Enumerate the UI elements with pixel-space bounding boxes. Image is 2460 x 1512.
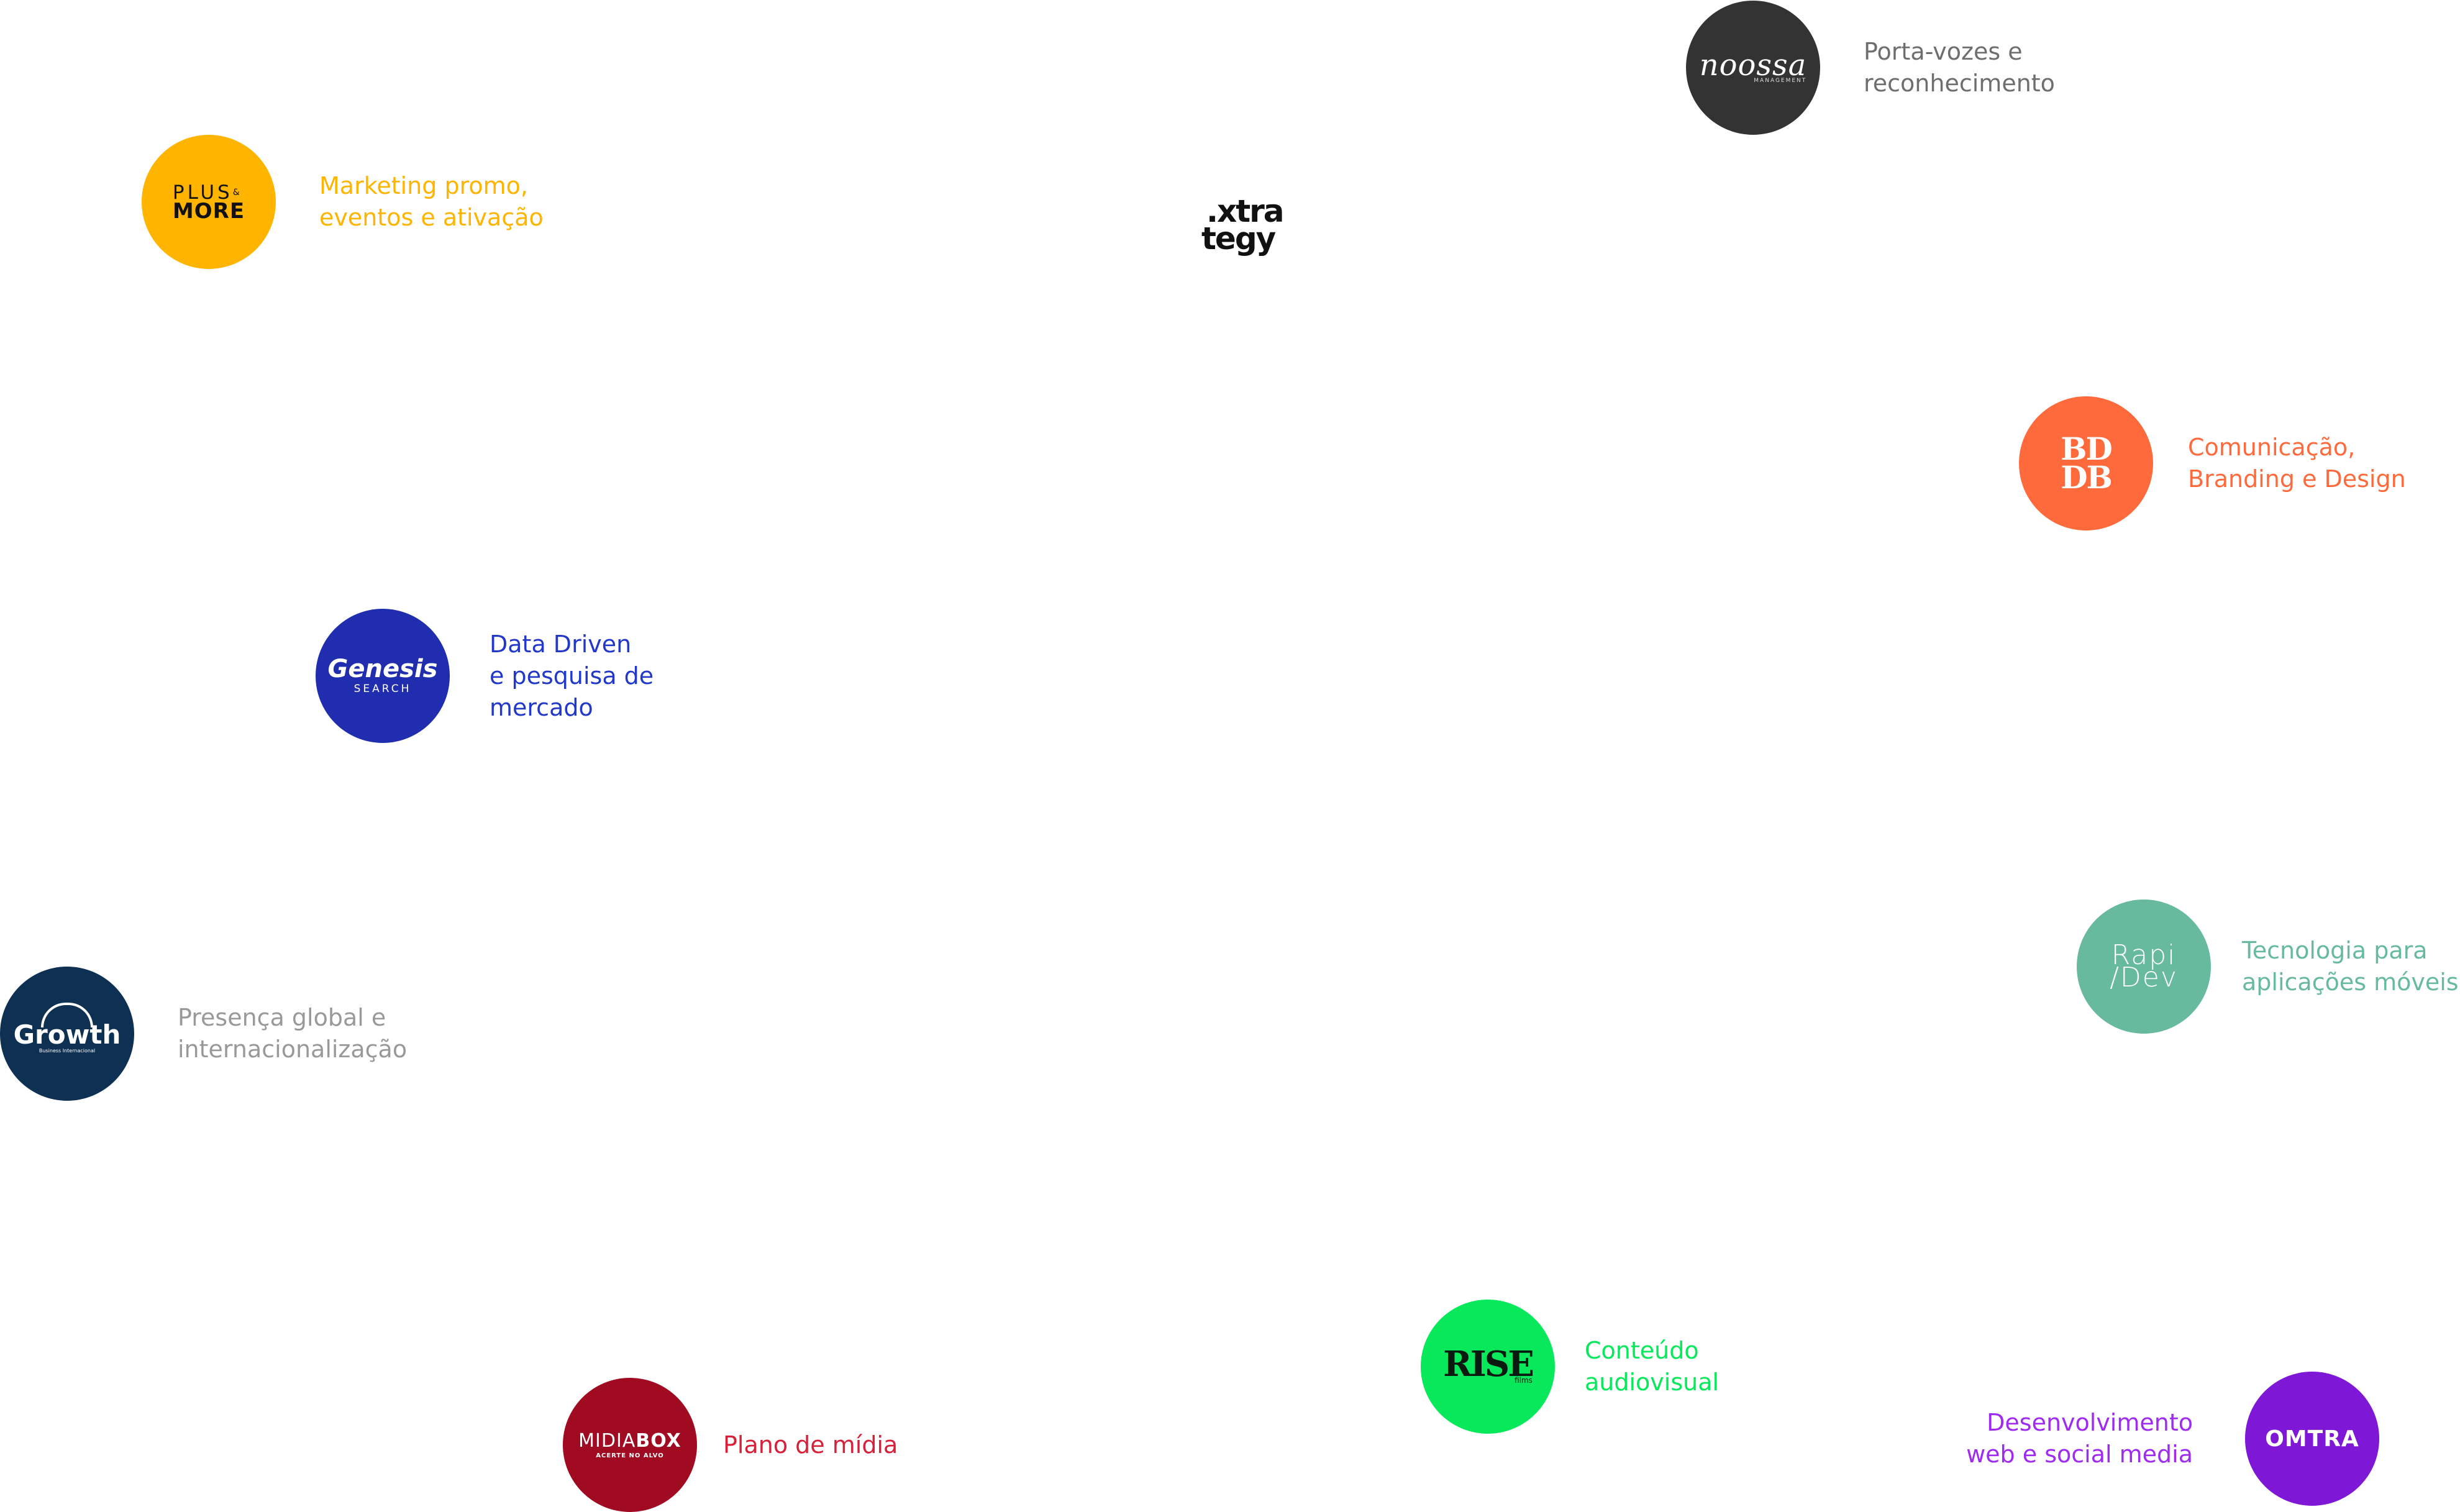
- rise-logo-sub: films: [1515, 1376, 1533, 1385]
- rise-description: Conteúdo audiovisual: [1585, 1337, 1720, 1396]
- rise-logo-name: RISE: [1443, 1344, 1534, 1385]
- midiabox-description: Plano de mídia: [723, 1431, 898, 1459]
- plus-more-logo-plus: PLUS: [172, 181, 233, 204]
- midiabox-logo-name: MIDIA: [578, 1429, 636, 1452]
- growth-logo-sub: Business Internacional: [39, 1047, 96, 1054]
- company-rapidev[interactable]: Rapi /Dev Tecnologia para aplicações móv…: [2077, 899, 2459, 1034]
- bddb-description: Comunicação, Branding e Design: [2188, 434, 2406, 493]
- noossa-logo-name: noossa: [1699, 48, 1807, 83]
- company-plus-more[interactable]: PLUS& MORE Marketing promo, eventos e at…: [142, 135, 544, 269]
- growth-logo: Growth Business Internacional: [0, 967, 134, 1101]
- company-rise[interactable]: RISE films Conteúdo audiovisual: [1421, 1300, 1719, 1434]
- growth-arc-icon: [41, 1003, 93, 1027]
- growth-description: Presença global e internacionalização: [178, 1004, 408, 1063]
- noossa-description: Porta-vozes e reconhecimento: [1864, 38, 2055, 97]
- bddb-logo-top: BD: [2061, 430, 2113, 467]
- midiabox-logo: MIDIABOX ACERTE NO ALVO: [563, 1378, 697, 1512]
- omtra-logo-name: OMTRA: [2265, 1426, 2359, 1452]
- rise-logo: RISE films: [1421, 1300, 1555, 1434]
- company-omtra[interactable]: OMTRA Desenvolvimento web e social media: [1966, 1372, 2379, 1506]
- rapidev-logo-top: Rapi: [2111, 939, 2177, 971]
- company-bddb[interactable]: BD DB Comunicação, Branding e Design: [2019, 396, 2406, 531]
- company-noossa[interactable]: noossa MANAGEMENT Porta-vozes e reconhec…: [1686, 1, 2055, 135]
- genesis-logo: Genesis SEARCH: [316, 609, 450, 743]
- company-growth[interactable]: Growth Business Internacional Presença g…: [0, 967, 407, 1101]
- xtrategy-logo-line2: tegy: [1201, 221, 1276, 257]
- genesis-description: Data Driven e pesquisa de mercado: [490, 630, 654, 721]
- omtra-description: Desenvolvimento web e social media: [1966, 1409, 2193, 1468]
- company-midiabox[interactable]: MIDIABOX ACERTE NO ALVO Plano de mídia: [563, 1378, 898, 1512]
- company-genesis[interactable]: Genesis SEARCH Data Driven e pesquisa de…: [316, 609, 654, 743]
- noossa-logo-sub: MANAGEMENT: [1754, 78, 1807, 84]
- rapidev-logo-bottom: /Dev: [2110, 962, 2178, 993]
- bddb-logo-bottom: DB: [2061, 459, 2113, 496]
- midiabox-logo-sub: ACERTE NO ALVO: [596, 1452, 664, 1459]
- plus-more-description: Marketing promo, eventos e ativação: [319, 172, 544, 231]
- noossa-logo: noossa MANAGEMENT: [1686, 1, 1820, 135]
- rapidev-description: Tecnologia para aplicações móveis: [2242, 937, 2459, 996]
- genesis-logo-sub: SEARCH: [353, 683, 412, 695]
- bddb-logo: BD DB: [2019, 396, 2153, 531]
- xtrategy-logo-line1: .xtra: [1206, 193, 1285, 229]
- midiabox-logo-name-bold: BOX: [636, 1429, 681, 1452]
- plus-more-logo: PLUS& MORE: [142, 135, 276, 269]
- rapidev-logo: Rapi /Dev: [2077, 899, 2211, 1034]
- plus-more-logo-more: MORE: [172, 199, 245, 224]
- xtrategy-logo: .xtra tegy: [1201, 193, 1295, 257]
- genesis-logo-name: Genesis: [327, 655, 438, 683]
- omtra-logo: OMTRA: [2245, 1372, 2379, 1506]
- plus-more-logo-amp: &: [232, 188, 240, 198]
